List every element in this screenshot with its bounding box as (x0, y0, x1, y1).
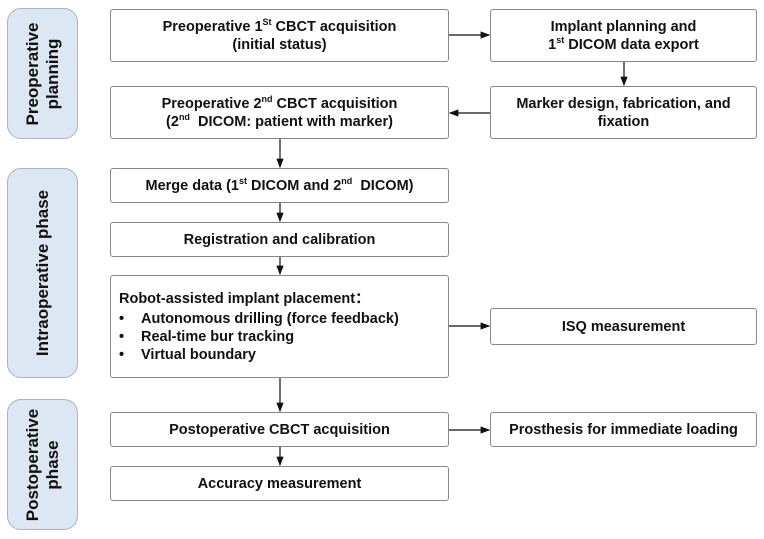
text: ISQ measurement (561, 318, 686, 335)
box-preoperative-cbct1: Preoperative 1St CBCT acquisition (initi… (110, 9, 449, 62)
box-postoperative-cbct: Postoperative CBCT acquisition (110, 412, 449, 447)
phase-label: Preoperative (22, 22, 42, 125)
text: DICOM) (352, 177, 414, 194)
phase-label: Intraoperative phase (32, 189, 52, 357)
text: Merge data (1 (145, 177, 239, 194)
text: (2 (166, 113, 179, 130)
phase-label: planning (42, 38, 62, 109)
text: Marker design, fabrication, and (516, 95, 731, 112)
bullet: • (119, 310, 125, 327)
box-robot-assisted-placement: Robot-assisted implant placement： •Auton… (110, 275, 449, 378)
phase-intraoperative: Intraoperative phase (7, 168, 78, 378)
bullet: • (119, 328, 125, 345)
superscript: nd (341, 175, 353, 186)
text: Preoperative 1 (162, 18, 263, 35)
list-item: •Virtual boundary (119, 346, 256, 363)
superscript: nd (178, 111, 190, 122)
bullet: • (119, 346, 125, 363)
text: DICOM: patient with marker) (189, 113, 393, 130)
text: (initial status) (232, 36, 327, 53)
box-title: Robot-assisted implant placement： (119, 290, 370, 307)
text: Prosthesis for immediate loading (509, 421, 738, 438)
text: Preoperative 2 (161, 95, 262, 112)
text: Implant planning and (550, 18, 697, 35)
text: 1 (548, 36, 557, 53)
box-accuracy-measurement: Accuracy measurement (110, 466, 449, 501)
box-merge-data: Merge data (1st DICOM and 2nd DICOM) (110, 168, 449, 203)
text: Registration and calibration (183, 231, 376, 248)
text: Postoperative CBCT acquisition (169, 421, 390, 438)
list-item: •Autonomous drilling (force feedback) (119, 310, 399, 327)
superscript: st (556, 34, 565, 45)
text: Accuracy measurement (197, 475, 362, 492)
text: CBCT acquisition (272, 95, 398, 112)
text: fixation (597, 113, 650, 130)
superscript: nd (261, 93, 273, 104)
box-marker-design: Marker design, fabrication, and fixation (490, 86, 757, 139)
phase-label: Postoperative (22, 408, 42, 521)
box-prosthesis: Prosthesis for immediate loading (490, 412, 757, 447)
box-implant-planning: Implant planning and 1st DICOM data expo… (490, 9, 757, 62)
superscript: St (262, 16, 272, 27)
text: DICOM and 2 (247, 177, 342, 194)
text: CBCT acquisition (271, 18, 397, 35)
box-preoperative-cbct2: Preoperative 2nd CBCT acquisition (2nd D… (110, 86, 449, 139)
phase-label: phase (42, 439, 62, 490)
box-registration: Registration and calibration (110, 222, 449, 257)
list-item: •Real-time bur tracking (119, 328, 295, 345)
text: DICOM data export (564, 36, 699, 53)
superscript: st (238, 175, 247, 186)
box-isq-measurement: ISQ measurement (490, 308, 757, 345)
